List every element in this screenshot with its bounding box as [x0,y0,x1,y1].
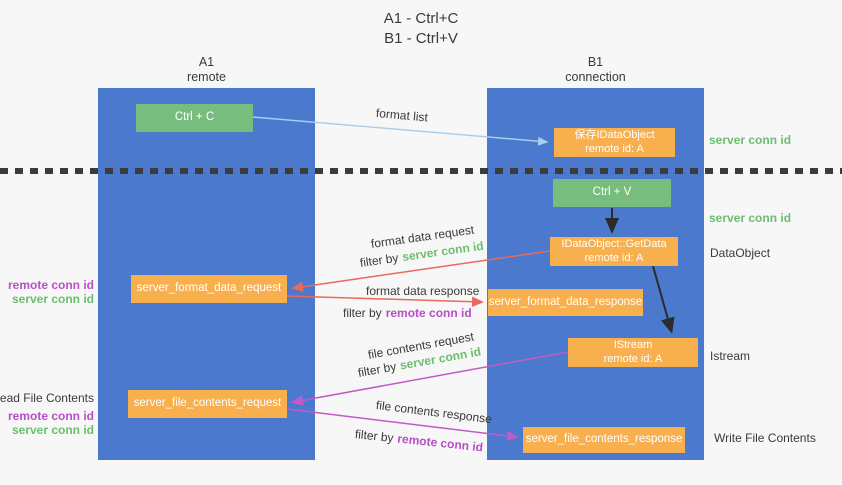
node-server-file-contents-request: server_file_contents_request [128,390,287,418]
node-idataobject-getdata-line1: IDataObject::GetData [561,238,667,250]
node-idataobject-getdata: IDataObject::GetData remote id: A [550,237,678,266]
arrow-file-contents-request [291,351,569,406]
node-idataobject-getdata-line2: remote id: A [584,251,644,264]
node-ctrl-c-label: Ctrl + C [174,111,215,124]
label-dataobject: DataObject [710,246,771,260]
node-istream-line2: remote id: A [603,352,663,365]
node-server-format-data-response: server_format_data_response [488,289,643,316]
arrow-format-data-request [291,250,551,292]
machine-separator-dotted-line [0,168,842,174]
lane-b1-role: connection [565,70,626,84]
label-server-conn-id-left-upper: server conn id [11,292,94,306]
node-istream-line1: IStream [613,339,653,351]
filter-by-text: filter by [343,306,382,320]
node-ctrl-v-label: Ctrl + V [592,186,632,199]
title-line-2: B1 - Ctrl+V [384,30,458,47]
node-ctrl-v: Ctrl + V [553,179,671,207]
remote-conn-id-text: remote conn id [385,306,472,320]
node-save-idataobject-line1: 保存IDataObject [574,129,655,141]
node-server-file-contents-response-label: server_file_contents_response [525,433,683,446]
arrow-format-list [252,116,549,146]
label-istream: Istream [710,349,751,363]
label-write-file-contents: Write File Contents [714,431,816,445]
label-format-data-response: format data response [366,284,480,298]
label-remote-conn-id-left-lower: remote conn id [7,409,94,423]
node-save-idataobject: 保存IDataObject remote id: A [554,128,675,157]
label-read-file-contents: Read File Contents [0,391,94,405]
label-server-conn-id-right-top: server conn id [709,133,792,147]
lane-a1-name: A1 [198,55,215,69]
diagram-title: A1 - Ctrl+C B1 - Ctrl+V [0,9,842,49]
node-istream: IStream remote id: A [568,338,698,367]
node-server-file-contents-request-label: server_file_contents_request [133,397,282,410]
lane-header-b1: B1 connection [487,55,704,85]
label-remote-conn-id-left-upper: remote conn id [7,278,94,292]
label-server-conn-id-right-mid: server conn id [709,211,792,225]
node-server-file-contents-response: server_file_contents_response [523,427,685,453]
arrow-format-data-response [286,295,484,307]
lane-b1-name: B1 [587,55,604,69]
node-ctrl-c: Ctrl + C [136,104,253,132]
label-server-conn-id-left-lower: server conn id [11,423,94,437]
node-save-idataobject-line2: remote id: A [585,142,644,155]
title-line-1: A1 - Ctrl+C [383,10,459,27]
arrow-getdata-to-istream [652,265,675,334]
node-server-format-data-request-label: server_format_data_request [136,282,282,295]
lane-header-a1: A1 remote [98,55,315,85]
lane-a1-role: remote [187,70,226,84]
node-server-format-data-request: server_format_data_request [131,275,287,303]
node-server-format-data-response-label: server_format_data_response [488,295,643,308]
arrow-file-contents-response [286,408,519,442]
